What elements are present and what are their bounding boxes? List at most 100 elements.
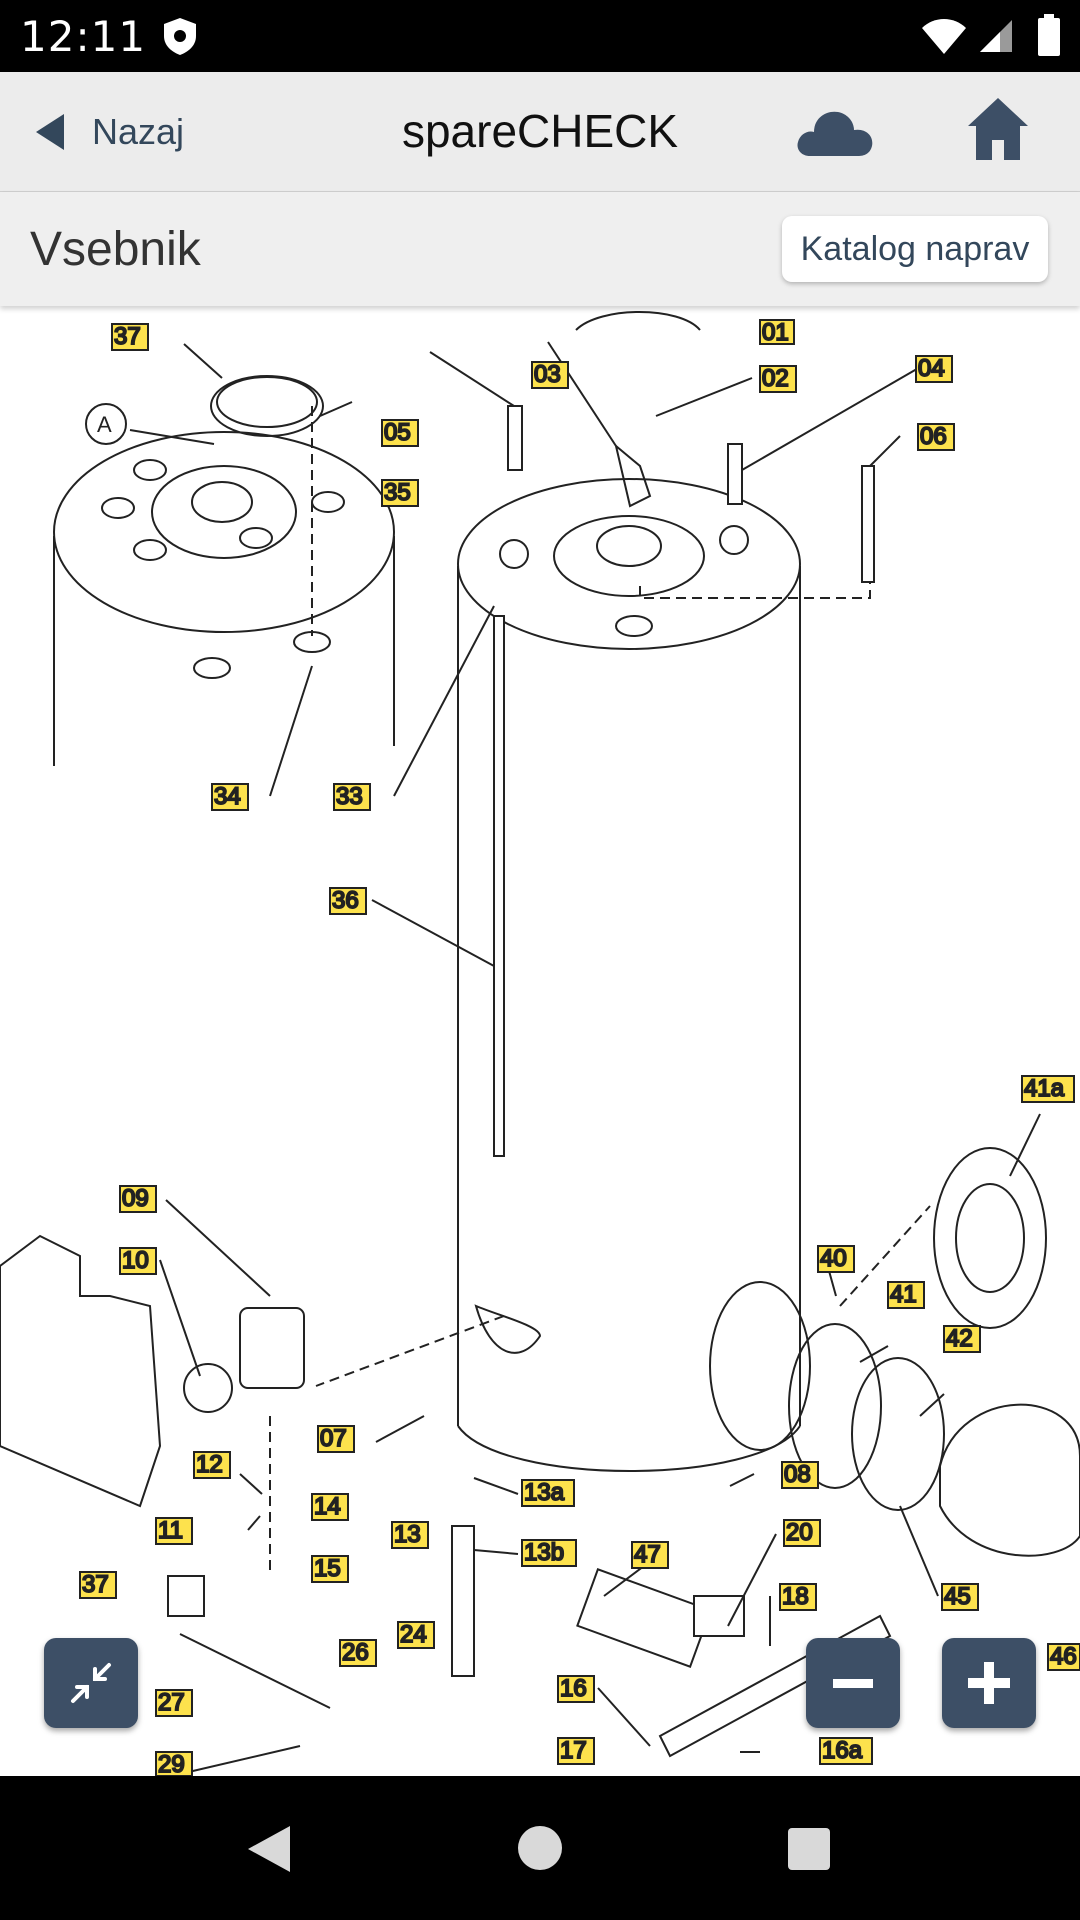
svg-text:12: 12 [196,1451,223,1478]
flange-41a [933,1147,1047,1329]
section-title: Vsebnik [30,223,201,276]
thermostat-09 [239,1307,305,1389]
cover-46 [939,1403,1080,1557]
svg-text:07: 07 [320,1425,347,1452]
part-label[interactable]: 07 [317,1424,355,1453]
part-label[interactable]: 26 [339,1638,377,1667]
part-label[interactable]: 37 [79,1570,117,1599]
part-label[interactable]: 47 [631,1540,669,1569]
part-label[interactable]: 02 [759,364,797,393]
part-label[interactable]: 41a [1021,1074,1075,1103]
svg-text:13a: 13a [524,1479,565,1506]
signal-icon [980,20,1012,52]
svg-text:16a: 16a [822,1737,863,1764]
part-label[interactable]: 06 [917,422,955,451]
part-label[interactable]: 11 [155,1516,193,1545]
nav-recents-icon[interactable] [788,1828,830,1870]
part-label[interactable]: 24 [397,1620,435,1649]
part-label[interactable]: 35 [381,478,419,507]
svg-text:13b: 13b [524,1539,564,1566]
section-header: Vsebnik Katalog naprav [0,192,1080,306]
rod-06 [861,465,875,583]
status-bar: 12:11 [0,0,1080,72]
rod-04 [727,443,743,505]
svg-text:27: 27 [158,1689,185,1716]
back-button[interactable]: Nazaj [36,102,184,162]
part-label[interactable]: 08 [781,1460,819,1489]
app-header: Nazaj spareCHECK [0,72,1080,192]
svg-text:08: 08 [784,1461,811,1488]
part-label[interactable]: 17 [557,1736,595,1765]
svg-text:42: 42 [946,1325,973,1352]
part-label[interactable]: 40 [817,1244,855,1273]
svg-text:47: 47 [634,1541,661,1568]
nav-back-icon[interactable] [244,1824,292,1874]
svg-text:16: 16 [560,1675,587,1702]
svg-text:41: 41 [890,1281,917,1308]
svg-text:37: 37 [114,323,141,350]
part-label[interactable]: 20 [783,1518,821,1547]
part-label[interactable]: 18 [779,1582,817,1611]
svg-text:45: 45 [944,1583,971,1610]
collapse-view-button[interactable] [44,1638,138,1728]
rod-05 [507,405,523,471]
flange-34 [53,431,395,766]
home-icon[interactable] [966,96,1030,162]
svg-text:13: 13 [394,1521,421,1548]
svg-text:06: 06 [920,423,947,450]
part-label[interactable]: 45 [941,1582,979,1611]
svg-text:03: 03 [534,361,561,388]
part-label[interactable]: 33 [333,782,371,811]
part-label[interactable]: 16a [819,1736,873,1765]
part-label[interactable]: 29 [155,1750,193,1776]
svg-text:10: 10 [122,1247,149,1274]
svg-text:33: 33 [336,783,363,810]
part-label[interactable]: 03 [531,360,569,389]
compress-icon [71,1663,111,1703]
part-label[interactable]: 05 [381,418,419,447]
part-label[interactable]: 37 [111,322,149,351]
anode-03 [614,443,652,508]
part-label[interactable]: 01 [759,318,795,347]
part-label[interactable]: 34 [211,782,249,811]
part-label[interactable]: 42 [943,1324,981,1353]
heater-42 [851,1357,945,1511]
svg-text:26: 26 [342,1639,369,1666]
svg-text:14: 14 [314,1493,341,1520]
svg-text:11: 11 [158,1517,183,1544]
side-cover [0,1234,162,1508]
svg-text:46: 46 [1050,1643,1077,1670]
callout-a[interactable]: A [85,403,127,445]
exploded-parts-diagram[interactable]: 01 02 03 04 05 06 07 08 09 10 11 12 13 1… [0,306,1080,1776]
device-catalog-button[interactable]: Katalog naprav [782,216,1048,282]
svg-text:34: 34 [214,783,241,810]
part-label[interactable]: 41 [887,1280,925,1309]
part-label[interactable]: 16 [557,1674,595,1703]
svg-text:A: A [97,412,112,437]
part-label[interactable]: 14 [311,1492,349,1521]
part-label[interactable]: 09 [119,1184,157,1213]
part-label[interactable]: 13 [391,1520,429,1549]
part-label[interactable]: 36 [329,886,367,915]
part-label[interactable]: 15 [311,1554,349,1583]
zoom-in-button[interactable] [942,1638,1036,1728]
part-label[interactable]: 12 [193,1450,231,1479]
part-label[interactable]: 27 [155,1688,193,1717]
nav-home-icon[interactable] [518,1826,562,1870]
svg-text:20: 20 [786,1519,813,1546]
bracket-47 [576,1568,712,1668]
system-navigation-bar [0,1776,1080,1920]
part-label[interactable]: 13b [521,1538,577,1567]
cloud-icon[interactable] [796,102,874,162]
svg-text:40: 40 [820,1245,847,1272]
part-label[interactable]: 04 [915,354,953,383]
part-label[interactable]: 13a [521,1478,575,1507]
svg-text:05: 05 [384,419,411,446]
svg-text:41a: 41a [1024,1075,1065,1102]
tank-body [457,478,801,1472]
svg-text:02: 02 [762,365,789,392]
zoom-out-button[interactable] [806,1638,900,1728]
chevron-left-icon [36,114,64,150]
part-label[interactable]: 10 [119,1246,157,1275]
part-label[interactable]: 46 [1047,1642,1080,1671]
